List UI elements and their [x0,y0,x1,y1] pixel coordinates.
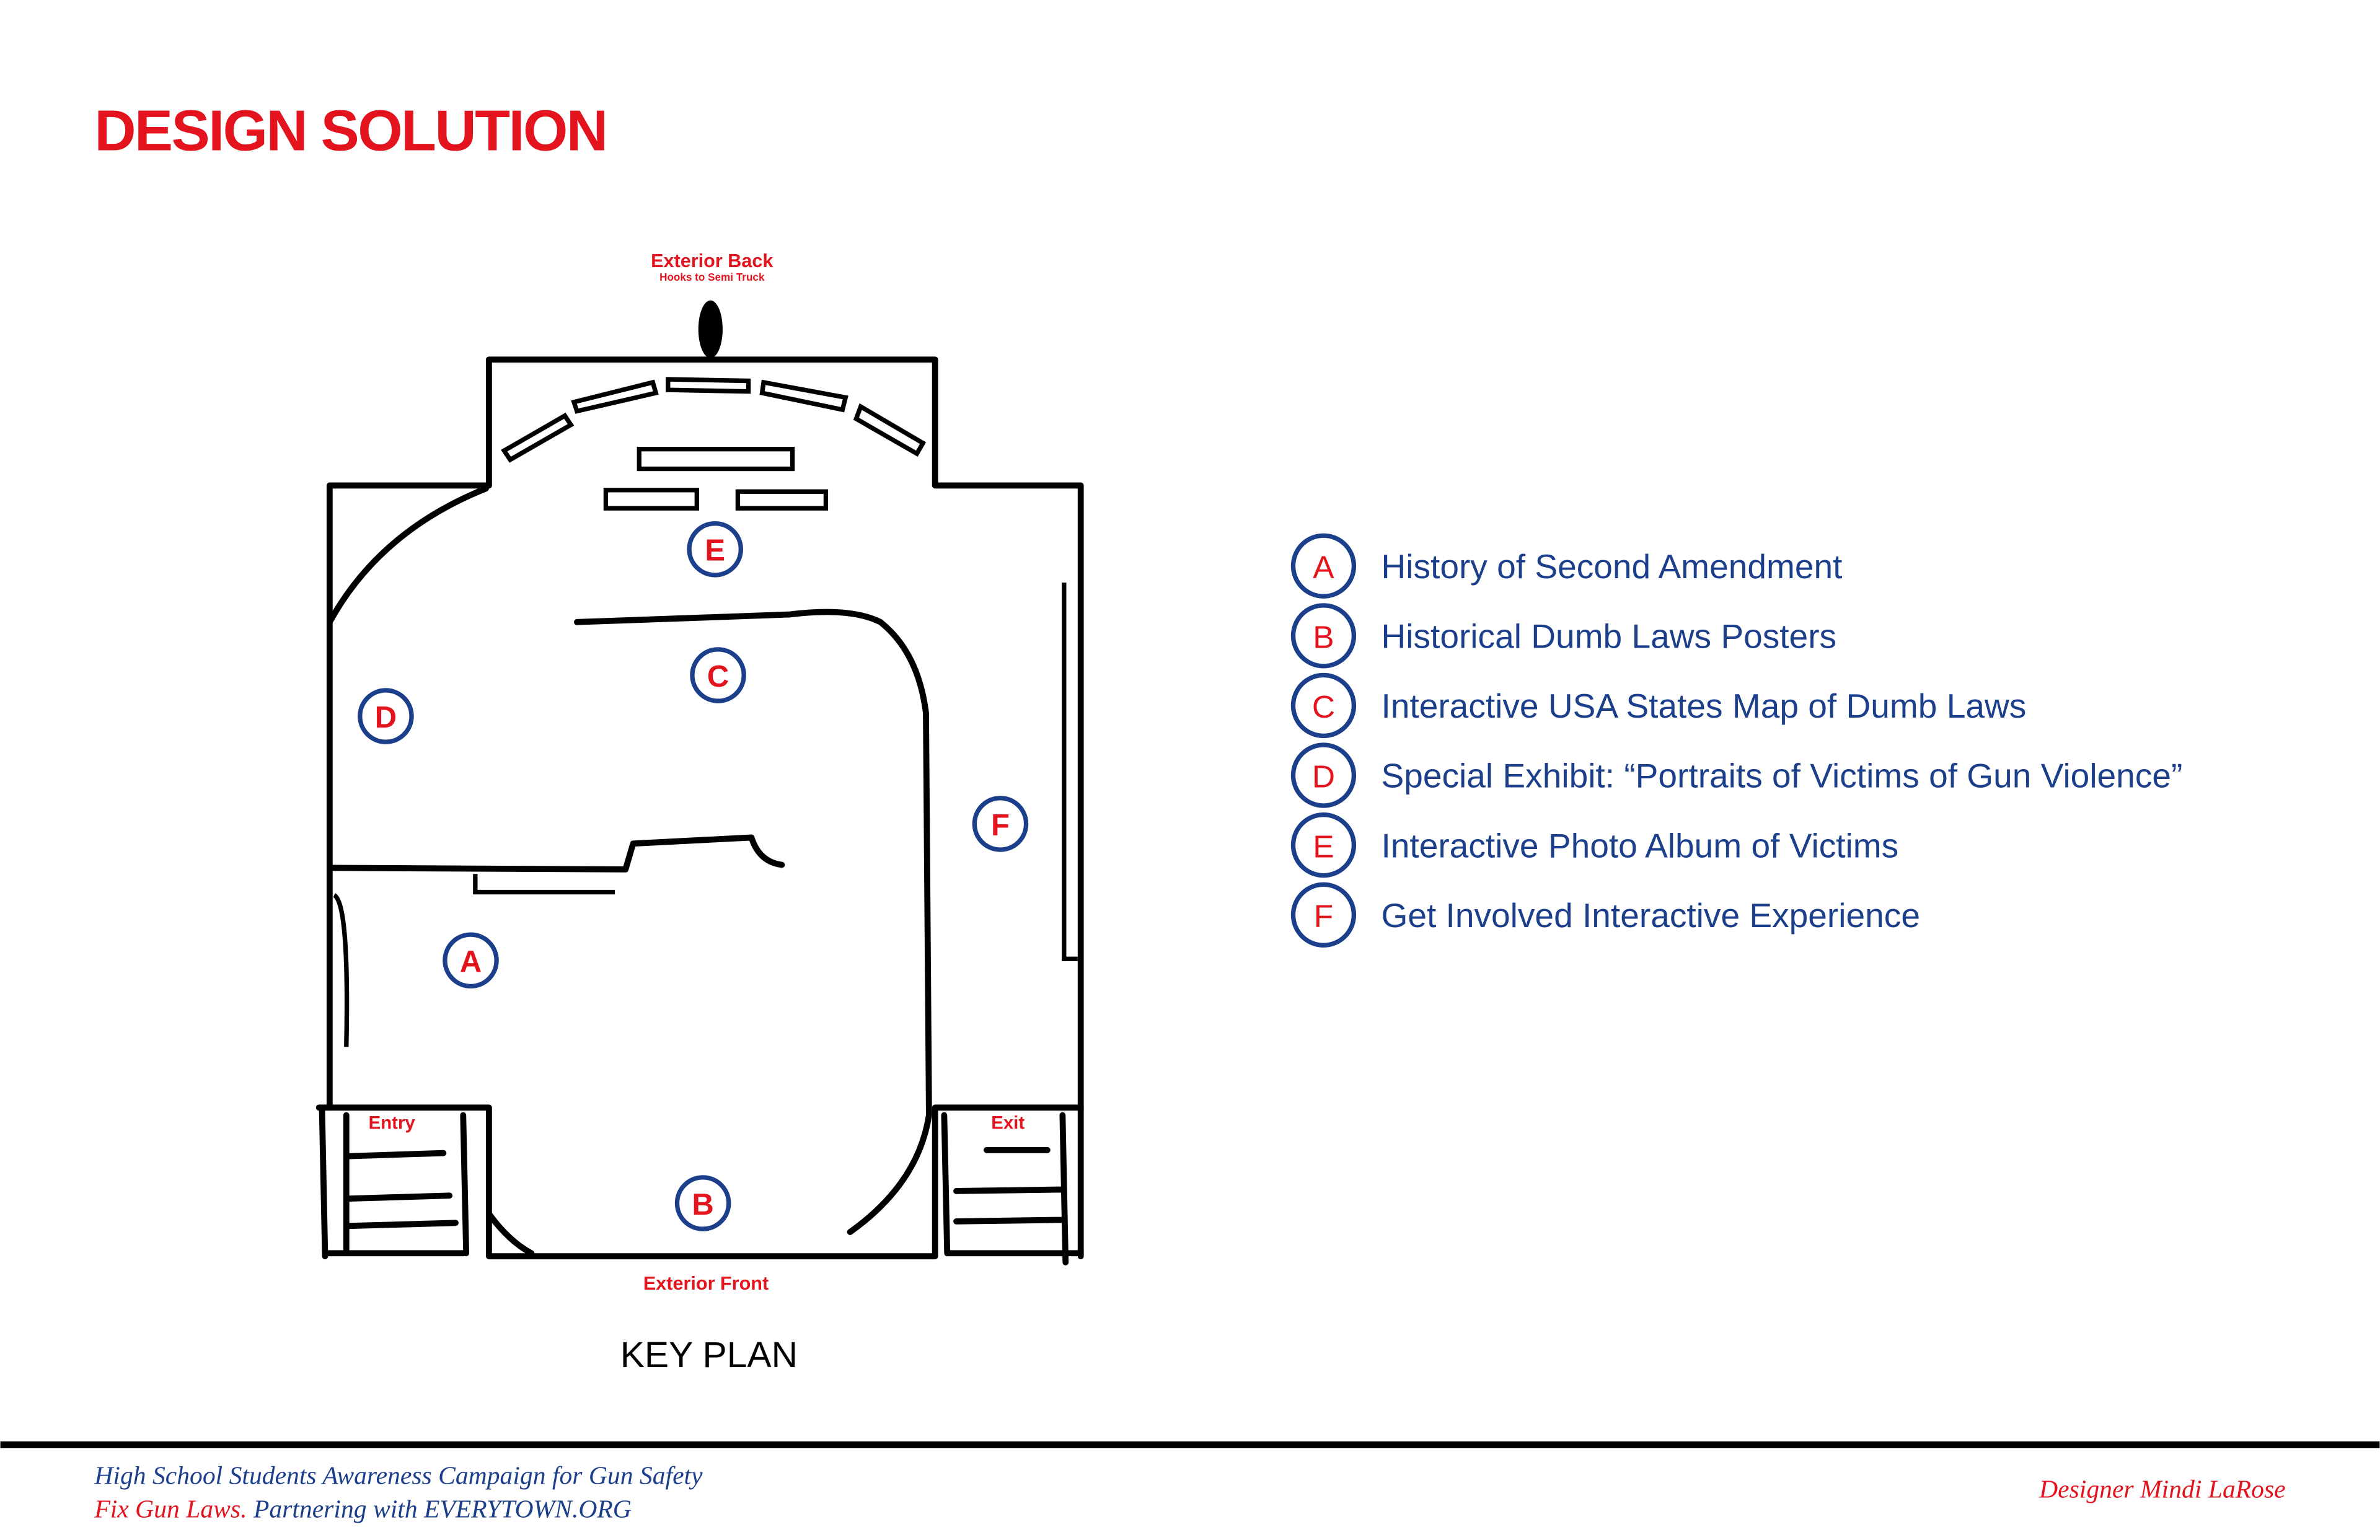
marker-e: E [687,521,743,578]
key-plan-caption: KEY PLAN [620,1335,798,1375]
exterior-front-label: Exterior Front [643,1273,769,1294]
legend-item: A History of Second Amendment [1290,533,1842,599]
entry-label: Entry [369,1113,416,1133]
marker-c: C [690,647,746,703]
exit-stairs [941,1112,1084,1265]
legend: A History of Second Amendment B Historical… [1290,533,2182,948]
a-d-divider [326,834,785,873]
marker-d: D [358,688,414,744]
svg-text:Historical Dumb Laws Posters: Historical Dumb Laws Posters [1381,617,1836,655]
legend-item: E Interactive Photo Album of Victims [1290,812,1898,878]
svg-text:A: A [460,945,482,979]
svg-text:B: B [692,1188,713,1221]
e-display-panels [501,377,927,511]
footer-designer: Designer Mindi LaRose [2038,1475,2286,1503]
exit-label: Exit [991,1113,1025,1133]
marker-a: A [443,932,499,989]
footer-divider [0,1441,2380,1448]
svg-text:F: F [991,809,1010,842]
legend-item: C Interactive USA States Map of Dumb Laws [1290,672,2026,739]
svg-text:E: E [705,534,725,568]
outer-wall [326,356,1084,1260]
a-bench [473,874,615,895]
svg-text:Interactive Photo Album of Vic: Interactive Photo Album of Victims [1381,826,1898,865]
marker-f: F [972,796,1029,852]
svg-text:B: B [1313,618,1334,654]
svg-text:Get Involved Interactive Exper: Get Involved Interactive Experience [1381,896,1919,935]
svg-text:F: F [1314,898,1333,934]
page-title: DESIGN SOLUTION [94,98,606,162]
footer-slogan: Fix Gun Laws. [94,1495,247,1523]
svg-text:History of Second Amendment: History of Second Amendment [1381,547,1842,586]
marker-b: B [674,1175,731,1231]
svg-text:A: A [1313,549,1334,585]
svg-text:Special Exhibit: “Portraits of: Special Exhibit: “Portraits of Victims o… [1381,757,2182,795]
footer-partner: Fix Gun Laws. Partnering with EVERYTOWN.… [94,1495,632,1523]
legend-item: B Historical Dumb Laws Posters [1290,603,1836,669]
exterior-back-label: Exterior Back [651,250,774,271]
svg-text:C: C [1312,689,1335,724]
key-plan: Exterior Back Hooks to Semi Truck Exteri… [315,250,1084,1375]
svg-text:Interactive USA States Map of: Interactive USA States Map of Dumb Laws [1381,687,2026,725]
d-arc-wall [326,485,489,625]
svg-text:D: D [1312,759,1335,794]
entry-stairs [315,1104,1084,1260]
svg-text:D: D [375,701,397,734]
footer-partner-text: Partnering with EVERYTOWN.ORG [247,1495,632,1523]
hitch-icon [698,300,723,358]
legend-item: D Special Exhibit: “Portraits of Victims … [1290,742,2182,808]
c-wall [486,609,932,1257]
f-panel [1062,583,1078,961]
svg-text:E: E [1313,828,1334,864]
legend-item: F Get Involved Interactive Experience [1290,882,1920,948]
exterior-back-note: Hooks to Semi Truck [659,271,765,283]
footer-campaign: High School Students Awareness Campaign … [94,1461,703,1490]
a-side-wall [332,893,350,1047]
svg-text:C: C [707,660,729,693]
